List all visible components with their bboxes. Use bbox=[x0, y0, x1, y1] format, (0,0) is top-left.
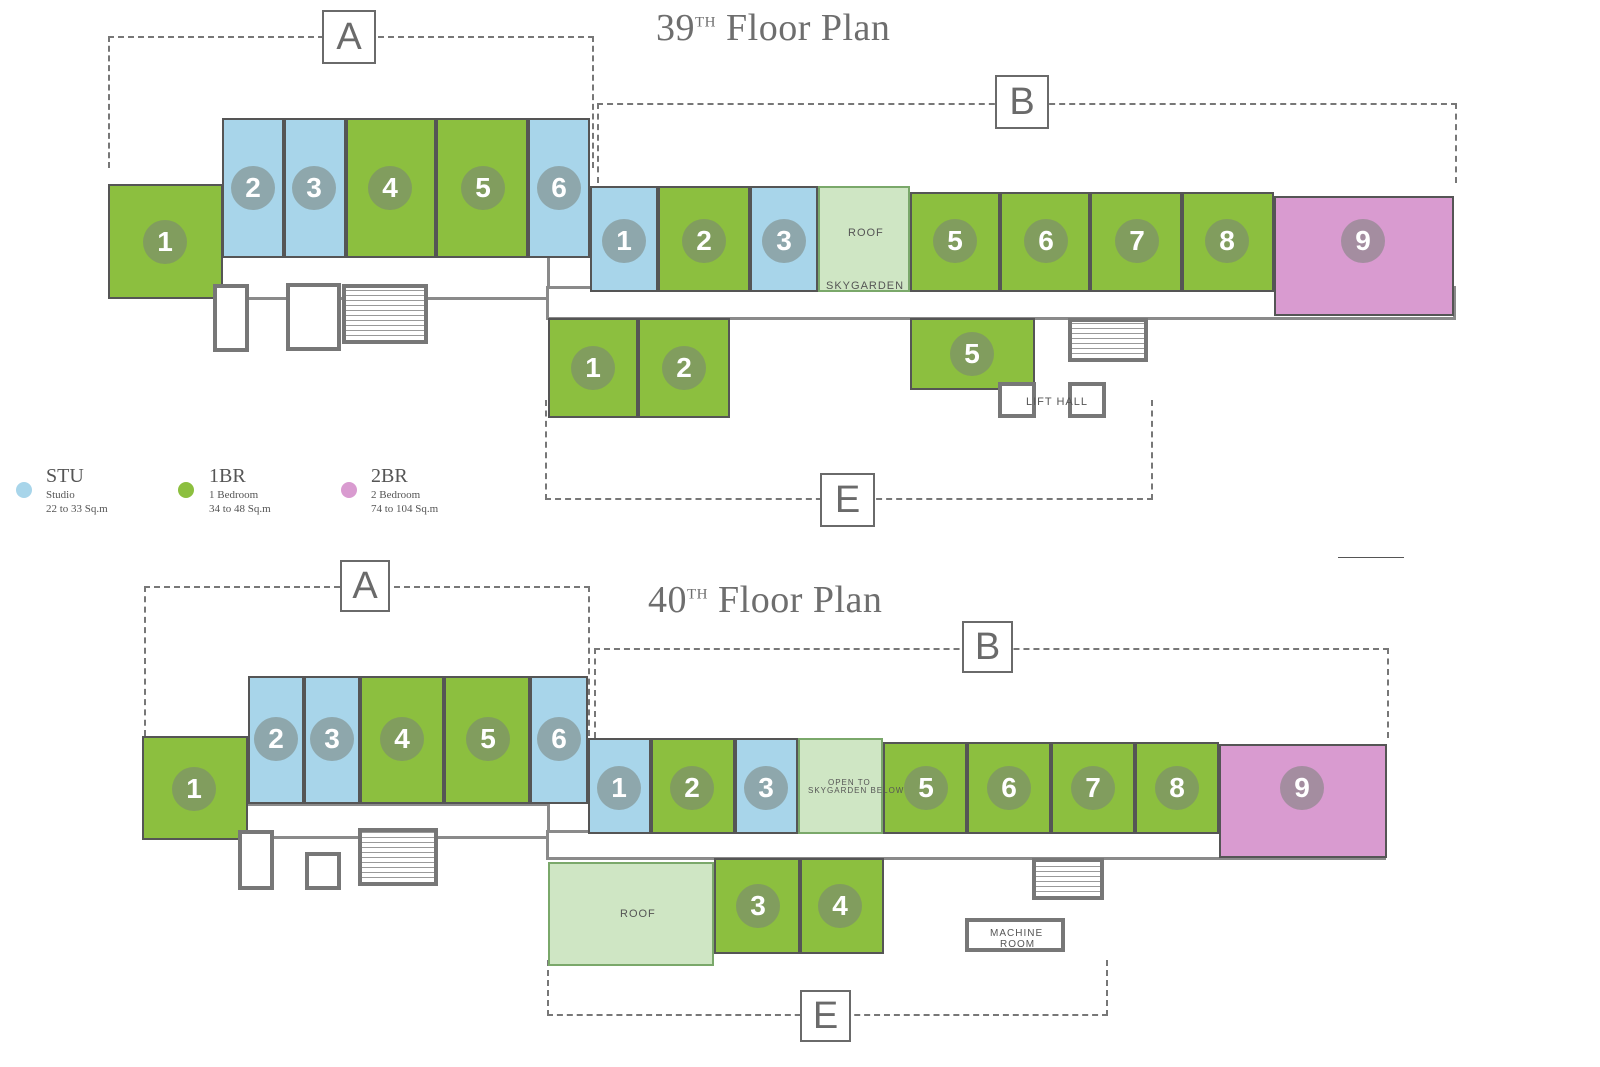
unit-e1[interactable] bbox=[548, 318, 638, 418]
unit-badge: 2 bbox=[231, 166, 275, 210]
unit-badge: 2 bbox=[662, 346, 706, 390]
legend-code: 1BR bbox=[209, 465, 246, 487]
title-number: 40 bbox=[648, 579, 687, 621]
open-to-label: OPEN TO bbox=[828, 778, 871, 787]
open-to-skygarden bbox=[798, 738, 883, 834]
unit-badge: 6 bbox=[987, 766, 1031, 810]
unit-b7[interactable] bbox=[1051, 742, 1135, 834]
skygarden-below-label: SKYGARDEN BELOW bbox=[808, 786, 905, 795]
unit-badge: 5 bbox=[950, 332, 994, 376]
studio-color-swatch bbox=[16, 482, 32, 498]
floor-40-title: 40TH Floor Plan bbox=[648, 578, 882, 622]
legend-name: Studio bbox=[46, 489, 75, 501]
unit-badge: 7 bbox=[1115, 219, 1159, 263]
unit-badge: 5 bbox=[904, 766, 948, 810]
unit-badge: 1 bbox=[172, 767, 216, 811]
zone-a-label: A bbox=[340, 560, 390, 612]
unit-badge: 8 bbox=[1155, 766, 1199, 810]
unit-badge: 5 bbox=[933, 219, 977, 263]
roof-label: ROOF bbox=[848, 227, 884, 239]
unit-badge: 3 bbox=[292, 166, 336, 210]
roof-label: ROOF bbox=[620, 908, 656, 920]
legend-code: 2BR bbox=[371, 465, 408, 487]
skygarden-roof bbox=[818, 186, 910, 292]
lift-core-e2 bbox=[1068, 382, 1106, 418]
stair-core-e bbox=[1068, 318, 1148, 362]
zone-a-label: A bbox=[322, 10, 376, 64]
unit-badge: 4 bbox=[380, 717, 424, 761]
zone-b-label: B bbox=[995, 75, 1049, 129]
roof-area bbox=[548, 862, 714, 966]
unit-b3[interactable] bbox=[750, 186, 818, 292]
machine-room bbox=[965, 918, 1065, 952]
unit-badge: 9 bbox=[1341, 219, 1385, 263]
unit-badge: 3 bbox=[744, 766, 788, 810]
stair-core-e bbox=[1032, 858, 1104, 900]
lift-core-a2 bbox=[286, 283, 341, 351]
1br-color-swatch bbox=[178, 482, 194, 498]
unit-badge: 1 bbox=[602, 219, 646, 263]
stair-core-a bbox=[358, 828, 438, 886]
zone-e-label: E bbox=[800, 990, 851, 1042]
title-suffix: TH bbox=[687, 586, 708, 603]
stair-core-a bbox=[342, 284, 428, 344]
lift-core-a bbox=[213, 284, 249, 352]
unit-badge: 3 bbox=[310, 717, 354, 761]
title-text: Floor Plan bbox=[708, 579, 883, 621]
unit-e5[interactable] bbox=[910, 318, 1035, 390]
unit-badge: 5 bbox=[461, 166, 505, 210]
unit-badge: 7 bbox=[1071, 766, 1115, 810]
legend-size: 74 to 104 Sq.m bbox=[371, 503, 439, 515]
lift-core-a bbox=[238, 830, 274, 890]
unit-badge: 6 bbox=[537, 717, 581, 761]
unit-badge: 3 bbox=[736, 884, 780, 928]
unit-badge: 8 bbox=[1205, 219, 1249, 263]
lift-hall-label: LIFT HALL bbox=[1026, 396, 1088, 408]
unit-badge: 1 bbox=[571, 346, 615, 390]
machine-label: MACHINE bbox=[990, 928, 1044, 939]
unit-badge: 2 bbox=[254, 717, 298, 761]
unit-badge: 1 bbox=[143, 220, 187, 264]
unit-badge: 9 bbox=[1280, 766, 1324, 810]
unit-badge: 6 bbox=[1024, 219, 1068, 263]
lift-core-e1 bbox=[998, 382, 1036, 418]
zone-b-label: B bbox=[962, 621, 1013, 673]
unit-badge: 6 bbox=[537, 166, 581, 210]
legend-code: STU bbox=[46, 465, 84, 487]
title-suffix: TH bbox=[695, 14, 716, 31]
unit-badge: 5 bbox=[466, 717, 510, 761]
title-number: 39 bbox=[656, 7, 695, 49]
unit-badge: 2 bbox=[670, 766, 714, 810]
legend-name: 2 Bedroom bbox=[371, 489, 421, 501]
divider-line bbox=[1338, 557, 1404, 558]
room-label: ROOM bbox=[1000, 939, 1036, 950]
2br-color-swatch bbox=[341, 482, 357, 498]
lift-core-a2 bbox=[305, 852, 341, 890]
unit-badge: 3 bbox=[762, 219, 806, 263]
legend-size: 22 to 33 Sq.m bbox=[46, 503, 108, 515]
unit-badge: 4 bbox=[818, 884, 862, 928]
zone-e-label: E bbox=[820, 473, 875, 527]
legend-size: 34 to 48 Sq.m bbox=[209, 503, 271, 515]
title-text: Floor Plan bbox=[716, 7, 891, 49]
legend-name: 1 Bedroom bbox=[209, 489, 259, 501]
unit-badge: 1 bbox=[597, 766, 641, 810]
floor-39-title: 39TH Floor Plan bbox=[656, 6, 890, 50]
unit-badge: 4 bbox=[368, 166, 412, 210]
skygarden-label: SKYGARDEN bbox=[826, 280, 905, 292]
unit-badge: 2 bbox=[682, 219, 726, 263]
